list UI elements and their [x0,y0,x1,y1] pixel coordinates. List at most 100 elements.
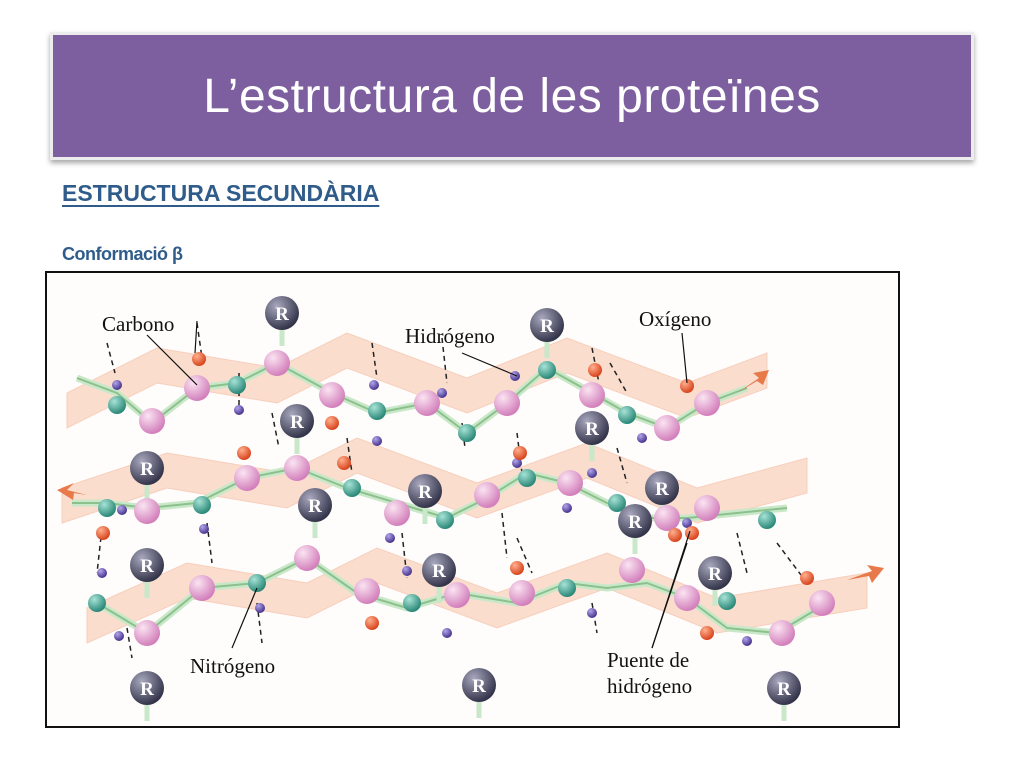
r-group-label: R [140,459,154,480]
hydrogen-atom [562,503,572,513]
title-bar: L’estructura de les proteïnes [50,32,974,160]
label-hidrogeno: Hidrógeno [405,324,495,348]
oxygen-atom [700,626,714,640]
hydrogen-atom [112,380,122,390]
carbon-atom [579,382,605,408]
labels: Carbono Hidrógeno Oxígeno Nitrógeno Puen… [102,307,711,698]
hydrogen-bond [271,412,280,449]
oxygen-atom [513,446,527,460]
label-oxigeno: Oxígeno [639,307,711,331]
nitrogen-atom [608,494,626,512]
r-group-label: R [472,676,486,697]
section-heading: ESTRUCTURA SECUNDÀRIA [62,180,380,206]
carbon-atom [294,545,320,571]
backbone-bond-edge [96,557,828,634]
hydrogen-atom [442,628,452,638]
r-group-label: R [655,479,669,500]
carbon-atom [139,408,165,434]
hydrogen-bond [609,362,628,394]
hydrogen-bond [441,337,448,384]
hydrogen-bond [196,322,203,359]
r-group-atom [280,404,314,438]
hydrogen-atom [437,388,447,398]
r-group-label: R [432,561,446,582]
oxygen-atom [800,571,814,585]
carbon-atom [494,390,520,416]
label-leader [681,332,688,384]
hydrogen-bond [516,537,533,574]
oxygen-atom [96,526,110,540]
nitrogen-atom [193,496,211,514]
carbon-atom [284,455,310,481]
direction-arrow [737,370,769,393]
r-group-atom [645,471,679,505]
direction-arrow [57,483,87,500]
hydrogen-bond [346,437,353,474]
subsection-heading: Conformació β [62,244,183,264]
hydrogen-atom [369,380,379,390]
hydrogen-atom [682,518,692,528]
label-carbono: Carbono [102,312,174,336]
hydrogen-bond [256,602,263,644]
hydrogen-atom [637,433,647,443]
label-nitrogeno: Nitrógeno [190,654,275,678]
hydrogen-atom [385,533,395,543]
hydrogen-atom [199,524,209,534]
nitrogen-atom [403,594,421,612]
label-puente-line2: hidrógeno [607,674,692,698]
hydrogen-atom [117,505,127,515]
r-group-label: R [140,679,154,700]
hydrogen-atom [234,405,244,415]
sheet-ribbon [66,332,768,429]
r-group-label: R [585,419,599,440]
carbon-atom [264,350,290,376]
r-group-atom [462,668,496,702]
oxygen-atom [237,446,251,460]
nitrogen-atom [248,574,266,592]
carbon-atom [694,390,720,416]
carbon-atom [654,505,680,531]
oxygen-atom [668,528,682,542]
hydrogen-atom [97,568,107,578]
label-puente-line1: Puente de [607,648,689,672]
r-group-label: R [418,482,432,503]
carbon-atom [674,585,700,611]
nitrogen-atom [108,396,126,414]
oxygen-atom [685,526,699,540]
carbon-atom [619,557,645,583]
oxygen-atom [325,416,339,430]
r-group-atom [530,308,564,342]
oxygen-atom [192,352,206,366]
carbon-atom [384,500,410,526]
oxygen-atom [337,456,351,470]
hydrogen-atom [587,608,597,618]
nitrogen-atom [538,361,556,379]
nitrogen-atom [228,376,246,394]
oxygen-atom [365,616,379,630]
nitrogen-atom [618,406,636,424]
r-group-label: R [308,496,322,517]
label-leader-lines [146,320,691,649]
carbon-atom [557,470,583,496]
label-leader [194,320,198,354]
carbon-atom [134,620,160,646]
r-group-atom [130,671,164,705]
carbon-atom [444,582,470,608]
hydrogen-bond [501,512,508,559]
nitrogen-atom [88,594,106,612]
carbon-atom [509,580,535,606]
hydrogen-atom [372,436,382,446]
r-group-atom [265,296,299,330]
carbon-atom [134,498,160,524]
r-group-label: R [275,304,289,325]
hydrogen-atom [587,468,597,478]
r-group-label: R [140,556,154,577]
hydrogen-bond [591,347,600,384]
label-leader [461,352,518,377]
hydrogen-bond [591,602,598,634]
carbon-atom [184,375,210,401]
hydrogen-atom [512,458,522,468]
direction-arrows [57,370,884,583]
